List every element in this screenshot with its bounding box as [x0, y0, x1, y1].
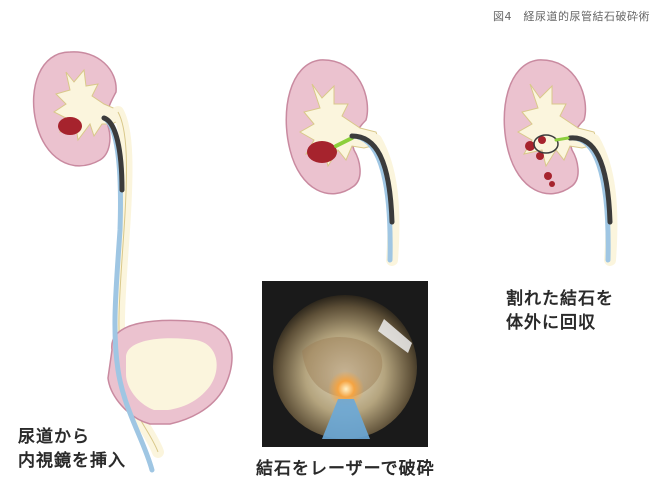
endoscope-view-photo: [262, 281, 428, 447]
step-label-laser: 結石をレーザーで破砕: [256, 457, 435, 481]
step-label-retrieve: 割れた結石を 体外に回収: [506, 287, 614, 335]
stone-fragment-3: [544, 172, 552, 180]
step-label-line: 結石をレーザーで破砕: [256, 457, 435, 481]
step-label-insert: 尿道から 内視鏡を挿入: [18, 425, 126, 473]
laser-beam-3: [556, 138, 568, 140]
stone-2: [307, 141, 337, 163]
stone-fragment-4: [549, 181, 555, 187]
step-label-line: 尿道から: [18, 425, 126, 449]
endoscope-view-image: [262, 281, 428, 447]
stone-1: [58, 117, 82, 135]
step-label-line: 体外に回収: [506, 311, 614, 335]
step-label-line: 割れた結石を: [506, 287, 614, 311]
step-label-line: 内視鏡を挿入: [18, 449, 126, 473]
